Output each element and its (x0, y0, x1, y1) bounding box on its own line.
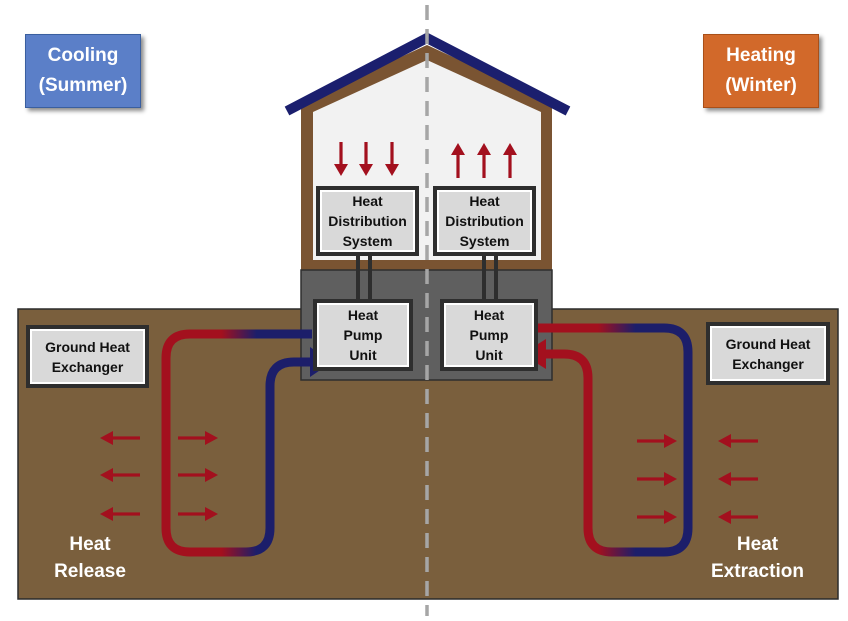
heat-pump-unit-left: Heat Pump Unit (313, 299, 413, 371)
ghx-right-line2: Exchanger (732, 355, 804, 372)
up-arrow-2 (477, 143, 491, 178)
heating-label-line1: Heating (726, 45, 796, 66)
heat-distribution-system-left: Heat Distribution System (316, 186, 419, 256)
heat-release-line1: Heat (69, 534, 111, 555)
indoor-down-arrows (334, 142, 399, 176)
hp-right-line3: Unit (475, 347, 503, 363)
heat-release-label: Heat Release (40, 531, 140, 585)
hds-left-line2: Distribution (328, 213, 407, 229)
hp-right-line1: Heat (473, 307, 505, 323)
cooling-label-line1: Cooling (47, 45, 119, 66)
left-loop-pipe (161, 329, 312, 557)
ghx-right-line1: Ground Heat (725, 335, 811, 352)
heat-distribution-system-right: Heat Distribution System (433, 186, 536, 256)
hds-right-line3: System (459, 233, 510, 249)
heat-release-line2: Release (54, 561, 126, 582)
down-arrow-2 (359, 142, 373, 176)
heat-pump-unit-right: Heat Pump Unit (440, 299, 538, 371)
hds-left-line1: Heat (352, 193, 383, 209)
ground-heat-exchanger-left: Ground Heat Exchanger (26, 325, 149, 388)
indoor-up-arrows (451, 143, 517, 178)
ghx-left-line2: Exchanger (51, 358, 124, 375)
cooling-summer-label: Cooling (Summer) (25, 34, 141, 108)
right-loop-pipe (538, 323, 693, 557)
heating-label-line2: (Winter) (725, 75, 797, 96)
release-arrow-left-3 (100, 507, 140, 521)
extraction-arrow-right-1 (718, 434, 758, 448)
down-arrow-3 (385, 142, 399, 176)
heat-extraction-line1: Heat (736, 534, 779, 555)
up-arrow-3 (503, 143, 517, 178)
extraction-arrow-left-2 (637, 472, 677, 486)
release-arrow-right-2 (178, 468, 218, 482)
extraction-arrow-right-2 (718, 472, 758, 486)
hds-right-line1: Heat (469, 193, 500, 209)
ground-heat-exchanger-right: Ground Heat Exchanger (706, 322, 830, 385)
heat-extraction-label: Heat Extraction (700, 531, 815, 585)
release-arrow-right-3 (178, 507, 218, 521)
heating-winter-label: Heating (Winter) (703, 34, 819, 108)
connector-pipes-left (356, 256, 372, 300)
down-arrow-1 (334, 142, 348, 176)
extraction-arrow-left-3 (637, 510, 677, 524)
hds-left-line3: System (342, 233, 393, 249)
hp-left-line2: Pump (343, 327, 383, 343)
hp-left-line3: Unit (349, 347, 377, 363)
ground-heat-arrows (100, 431, 758, 524)
hds-right-line2: Distribution (445, 213, 524, 229)
up-arrow-1 (451, 143, 465, 178)
hp-right-line2: Pump (469, 327, 509, 343)
connector-pipes-right (482, 256, 498, 300)
extraction-arrow-left-1 (637, 434, 677, 448)
hp-left-line1: Heat (347, 307, 379, 323)
heat-extraction-line2: Extraction (711, 561, 804, 582)
cooling-label-line2: (Summer) (38, 75, 128, 96)
extraction-arrow-right-3 (718, 510, 758, 524)
ghx-left-line1: Ground Heat (45, 338, 130, 355)
release-arrow-left-1 (100, 431, 140, 445)
release-arrow-left-2 (100, 468, 140, 482)
release-arrow-right-1 (178, 431, 218, 445)
